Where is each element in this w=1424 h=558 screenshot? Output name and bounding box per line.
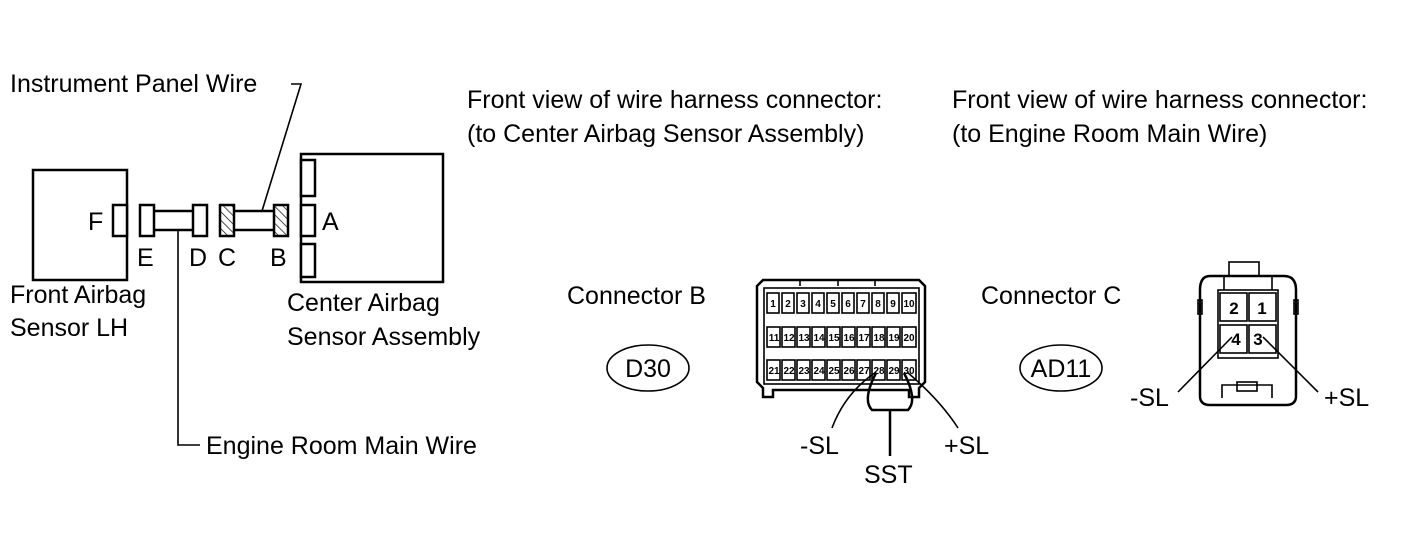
pin: 3 [1253, 330, 1262, 349]
connector-b-code: D30 [625, 355, 671, 383]
pin: 1 [770, 299, 776, 310]
pin: 11 [769, 333, 780, 344]
pin: 22 [783, 366, 795, 377]
connector-a [299, 203, 317, 238]
connector-b-housing [755, 278, 927, 399]
pin: 29 [888, 366, 900, 377]
pin: 2 [1229, 299, 1238, 318]
pin: 10 [903, 299, 915, 310]
pin: 1 [1257, 299, 1266, 318]
connector-d [191, 203, 209, 238]
connector-b-heading-2: (to Center Airbag Sensor Assembly) [467, 120, 864, 148]
connector-c-housing [1198, 274, 1298, 407]
pin: 24 [813, 366, 825, 377]
connector-a-label: A [322, 208, 339, 236]
front-airbag-sensor-label-2: Sensor LH [10, 314, 128, 342]
sst-probe-loop [866, 372, 914, 412]
pin: 2 [785, 299, 791, 310]
connector-d-label: D [189, 244, 207, 272]
connector-c-minus-sl: -SL [1130, 384, 1169, 412]
pin: 23 [798, 366, 810, 377]
pin: 8 [875, 299, 881, 310]
connector-c-view: Front view of wire harness connector: (t… [952, 86, 1369, 412]
pin: 26 [843, 366, 855, 377]
instrument-panel-wire-leader [261, 83, 303, 212]
plus-sl-lead [906, 371, 959, 429]
connector-f-label: F [88, 208, 103, 236]
pin: 27 [858, 366, 870, 377]
pin: 15 [828, 333, 840, 344]
front-airbag-sensor-label-1: Front Airbag [10, 281, 146, 309]
pin: 9 [890, 299, 896, 310]
pin: 14 [813, 333, 825, 344]
connector-c-plus-lead [1262, 336, 1319, 393]
pin: 16 [843, 333, 855, 344]
center-sensor-connector-top [299, 158, 317, 198]
connector-b-heading-1: Front view of wire harness connector: [467, 86, 882, 114]
connector-e [138, 203, 156, 238]
pin: 4 [1231, 330, 1241, 349]
pin: 28 [873, 366, 885, 377]
sst-label: SST [864, 461, 913, 489]
connector-c [218, 203, 236, 238]
connector-c-code: AD11 [1031, 355, 1092, 383]
pin: 19 [888, 333, 900, 344]
pin: 20 [903, 333, 915, 344]
front-airbag-sensor-box [31, 168, 129, 282]
connector-b-pin-row-3: 21 22 23 24 25 26 27 28 29 30 [766, 359, 917, 381]
connector-c-code-badge [1019, 344, 1103, 392]
pin: 7 [860, 299, 866, 310]
center-airbag-sensor-box [299, 152, 445, 284]
connector-c-name: Connector C [981, 282, 1121, 310]
connector-c-heading-1: Front view of wire harness connector: [952, 86, 1367, 114]
connector-f [111, 203, 129, 238]
pin: 17 [858, 333, 870, 344]
pin: 30 [903, 366, 915, 377]
connector-b [272, 203, 290, 238]
pin: 4 [815, 299, 821, 310]
connector-b-pin-row-2: 11 12 13 14 15 16 17 18 19 20 [766, 326, 917, 348]
connector-b-label: B [270, 244, 287, 272]
pin: 6 [845, 299, 851, 310]
harness-layout: F A E D C B Instrument Panel Wire Engine… [10, 70, 481, 460]
connector-b-view: Front view of wire harness connector: (t… [467, 86, 989, 489]
connector-b-pin-row-1: 1 2 3 4 5 6 7 8 9 10 [766, 292, 917, 314]
center-sensor-connector-bottom [299, 242, 317, 279]
pin: 5 [830, 299, 836, 310]
connector-c-latch [1228, 261, 1260, 277]
minus-sl-lead [831, 371, 877, 429]
connector-c-heading-2: (to Engine Room Main Wire) [952, 120, 1267, 148]
connector-c-plus-sl: +SL [1324, 384, 1369, 412]
pin: 18 [873, 333, 885, 344]
connector-c-minus-lead [1177, 336, 1233, 393]
center-airbag-sensor-label-2: Sensor Assembly [287, 323, 481, 351]
connector-b-code-badge [606, 344, 690, 392]
center-airbag-sensor-label-1: Center Airbag [287, 289, 440, 317]
pin: 25 [828, 366, 840, 377]
pin: 3 [800, 299, 806, 310]
connector-b-name: Connector B [567, 282, 706, 310]
connector-b-minus-sl: -SL [800, 432, 839, 460]
engine-room-main-wire-leader [177, 230, 200, 446]
connector-c-label: C [218, 244, 236, 272]
engine-room-main-wire-label: Engine Room Main Wire [206, 432, 477, 460]
pin: 21 [768, 366, 780, 377]
instrument-panel-wire-label: Instrument Panel Wire [10, 70, 257, 98]
pin: 12 [783, 333, 795, 344]
connector-e-label: E [137, 244, 154, 272]
pin: 13 [798, 333, 810, 344]
connector-b-plus-sl: +SL [944, 432, 989, 460]
